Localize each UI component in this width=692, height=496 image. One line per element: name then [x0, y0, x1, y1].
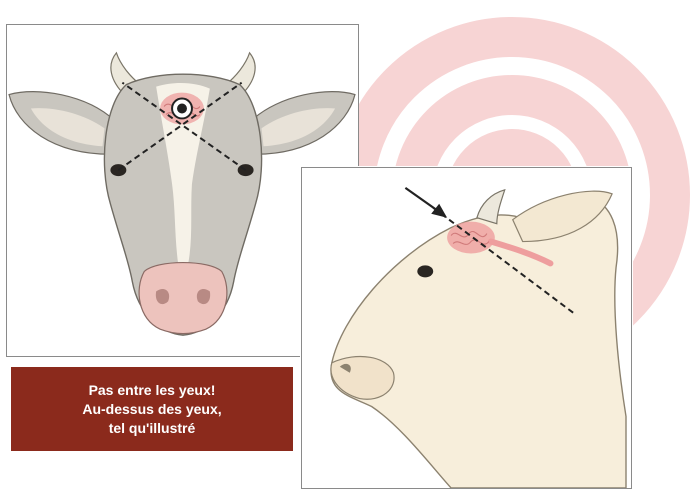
caption-line-3: tel qu'illustré [109, 419, 196, 438]
caption-line-1: Pas entre les yeux! [89, 381, 216, 400]
left-nostril [156, 289, 169, 304]
crosshair-dot-icon [172, 99, 192, 119]
cow-eye-side [417, 265, 433, 277]
brain-outline-side [447, 222, 495, 254]
caption-line-2: Au-dessus des yeux, [82, 400, 221, 419]
caption-box: Pas entre les yeux! Au-dessus des yeux, … [11, 367, 293, 451]
cow-muzzle-side [331, 356, 394, 399]
arrow-icon [405, 188, 447, 218]
cow-side-view-panel [301, 167, 632, 489]
cow-side-illustration [302, 168, 631, 488]
cow-muzzle [139, 263, 227, 334]
right-nostril [197, 289, 210, 304]
